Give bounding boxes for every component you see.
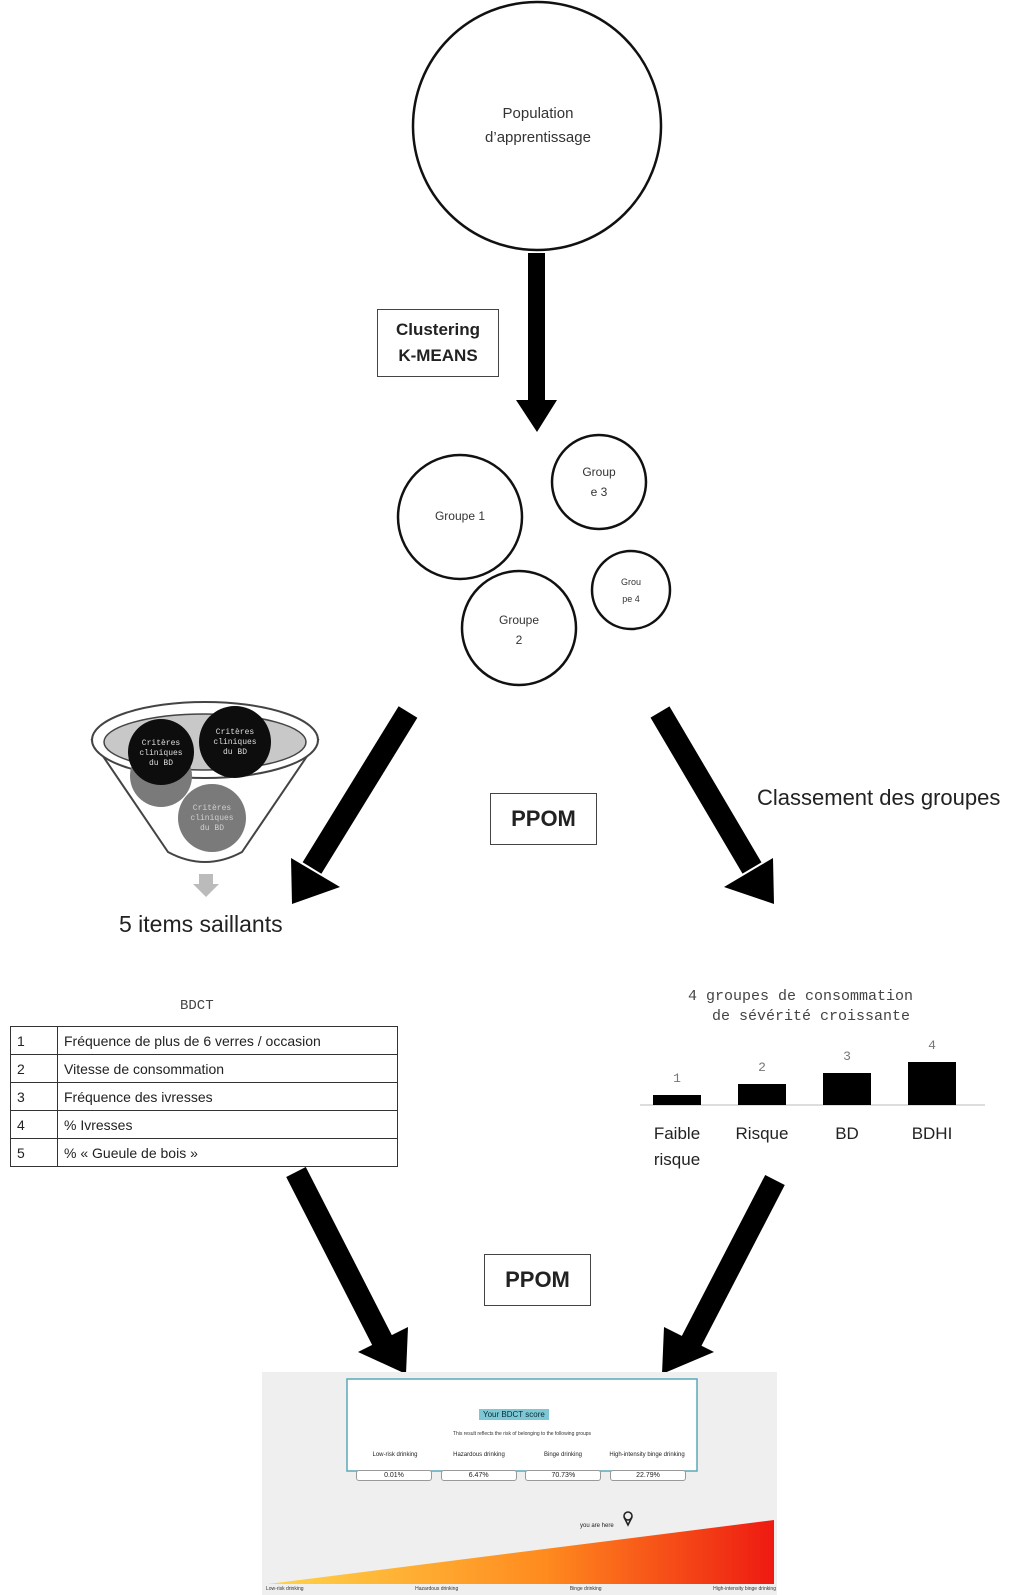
bar-1: [653, 1095, 701, 1105]
result-value: 22.79%: [609, 1470, 686, 1481]
funnel-circle-text-3: Critères cliniques du BD: [190, 804, 234, 833]
gradient-label: Low-risk drinking: [266, 1586, 304, 1592]
group-2-label: Groupe 2: [498, 613, 540, 647]
result-panel-frame: [346, 1378, 698, 1472]
bar-chart-bars: [653, 1062, 956, 1105]
population-circle: [411, 0, 663, 252]
arrow-to-classement: [650, 706, 774, 904]
severity-title-line1: 4 groupes de consommation: [688, 988, 914, 1005]
group-3-label: Group e 3: [582, 465, 616, 499]
population-label: Population d’apprentissage: [485, 105, 591, 146]
bdct-row-label: % « Gueule de bois »: [57, 1138, 398, 1167]
score-badge: Your BDCT score: [479, 1409, 549, 1420]
gradient-label: High-intensity binge drinking: [713, 1586, 776, 1592]
arrow-down-clustering: [516, 253, 557, 432]
bdct-row: 4% Ivresses: [10, 1110, 398, 1139]
arrow-table-to-result: [286, 1166, 408, 1374]
result-category: Binge drinking: [543, 1452, 583, 1458]
arrow-chart-to-result: [662, 1174, 785, 1374]
gradient-label: Binge drinking: [569, 1586, 602, 1592]
clustering-label: Clustering: [395, 320, 481, 339]
result-value: 70.73%: [525, 1470, 602, 1481]
kmeans-label: K-MEANS: [398, 346, 478, 365]
bar-category-label: Faible risque: [653, 1124, 701, 1169]
group-4-label: Grou pe 4: [620, 577, 641, 604]
result-value: 0.01%: [356, 1470, 432, 1481]
ppom-box-top: PPOM: [490, 793, 597, 845]
bdct-row-label: Fréquence de plus de 6 verres / occasion: [57, 1026, 398, 1055]
result-category: Low-risk drinking: [372, 1452, 418, 1458]
funnel-icon: [90, 701, 320, 897]
bar-data-label: 3: [843, 1049, 851, 1064]
classement-label: Classement des groupes: [757, 785, 1001, 810]
risk-gradient-wedge: [268, 1520, 774, 1584]
group-3-circle: [550, 433, 648, 531]
bdct-row-number: 3: [10, 1082, 58, 1111]
bar-4: [908, 1062, 956, 1105]
bar-category-label: Risque: [735, 1124, 789, 1143]
bar-data-label: 1: [673, 1071, 681, 1086]
bar-data-label: 2: [758, 1060, 766, 1075]
bdct-row-number: 4: [10, 1110, 58, 1139]
result-category: High-intensity binge drinking: [609, 1452, 685, 1458]
funnel-circle-text-2: Critères cliniques du BD: [213, 728, 257, 757]
result-categories: Low-risk drinking Hazardous drinking Binge…: [356, 1447, 686, 1459]
gradient-labels: Low-risk drinking Hazardous drinking Binge…: [266, 1586, 776, 1592]
bar-category-label: BD: [835, 1124, 859, 1143]
result-category: Hazardous drinking: [453, 1452, 505, 1458]
result-value: 6.47%: [440, 1470, 517, 1481]
group-4-circle: [590, 549, 672, 631]
bdct-title: BDCT: [180, 998, 214, 1014]
clustering-box: Clustering K-MEANS: [377, 309, 499, 377]
ppom-box-bottom: PPOM: [484, 1254, 591, 1306]
result-values: 0.01% 6.47% 70.73% 22.79%: [356, 1470, 686, 1481]
items-saillants-label: 5 items saillants: [119, 911, 283, 937]
funnel-circle-text-1: Critères cliniques du BD: [139, 739, 183, 768]
group-1-label: Groupe 1: [434, 509, 486, 523]
bdct-row-number: 2: [10, 1054, 58, 1083]
bar-category-label: BDHI: [911, 1124, 953, 1143]
severity-title-line2: de sévérité croissante: [712, 1008, 911, 1025]
bdct-row-number: 5: [10, 1138, 58, 1167]
arrow-to-items: [291, 706, 418, 904]
bar-3: [823, 1073, 871, 1105]
bdct-row: 5% « Gueule de bois »: [10, 1138, 398, 1167]
bar-data-label: 4: [928, 1038, 936, 1053]
bdct-row-label: % Ivresses: [57, 1110, 398, 1139]
group-1-circle: [396, 453, 524, 581]
location-pin-icon: [623, 1511, 633, 1527]
bdct-row-label: Fréquence des ivresses: [57, 1082, 398, 1111]
bdct-row-label: Vitesse de consommation: [57, 1054, 398, 1083]
gradient-label: Hazardous drinking: [415, 1586, 459, 1592]
bdct-row-number: 1: [10, 1026, 58, 1055]
you-are-here-label: you are here: [580, 1523, 614, 1529]
result-subtitle: This result reflects the risk of belongi…: [452, 1431, 592, 1437]
bar-2: [738, 1084, 786, 1105]
group-2-circle: [460, 569, 578, 687]
